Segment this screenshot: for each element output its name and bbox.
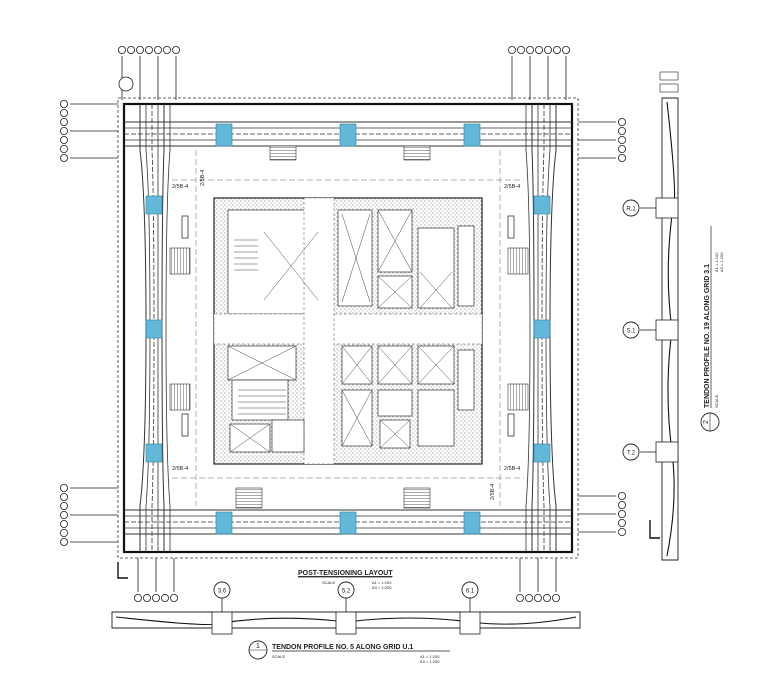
plan-scale-a1: A1 = 1:100 bbox=[372, 580, 392, 585]
plan-scale-a3: A3 = 1:200 bbox=[372, 585, 392, 590]
building-core bbox=[213, 197, 483, 465]
elevation-h-scale-a3: A3 = 1:200 bbox=[420, 659, 440, 664]
elevation-v-title: TENDON PROFILE NO. 19 ALONG GRID 3.1 bbox=[704, 264, 711, 408]
callout-group-se-right bbox=[578, 491, 627, 537]
corner-callouts bbox=[60, 46, 627, 603]
tendon-tag: 2/5B-4 bbox=[172, 466, 188, 472]
elevation-v-scale-label: SCALE bbox=[714, 395, 719, 408]
tendon-tag: 2/5B-4 bbox=[490, 484, 496, 500]
post-tensioning-plan: 2/5B-4 2/5B-4 2/5B-4 2/5B-4 2/5B-4 2/5B-… bbox=[60, 46, 660, 603]
elevation-h-scale-label: SCALE bbox=[272, 654, 285, 659]
callout-group-ne-right bbox=[578, 118, 627, 162]
tendon-tag: 2/5B-4 bbox=[504, 466, 520, 472]
callout-group-se-bottom bbox=[516, 558, 561, 603]
grid-bubble-label: 3.6 bbox=[218, 589, 227, 595]
elevation-v-scale-a3: A3 = 1:200 bbox=[719, 252, 724, 272]
plan-scale-label: SCALE bbox=[322, 580, 335, 585]
tendon-tag: 2/5B-4 bbox=[200, 170, 206, 186]
callout-group-sw-bottom bbox=[133, 558, 178, 603]
elevation-v-number: 2 bbox=[703, 420, 710, 424]
tendon-tag: 2/5B-4 bbox=[172, 184, 188, 190]
elevation-h-title-block: 1 TENDON PROFILE NO. 5 ALONG GRID U.1 SC… bbox=[248, 640, 450, 664]
elevation-h-scale-a1: A1 = 1:100 bbox=[420, 654, 440, 659]
tendon-tags: 2/5B-4 2/5B-4 2/5B-4 2/5B-4 2/5B-4 2/5B-… bbox=[172, 170, 520, 500]
tendon-tag: 2/5B-4 bbox=[504, 184, 520, 190]
grid-bubble-label: 5.2 bbox=[342, 589, 351, 595]
plan-title: POST-TENSIONING LAYOUT bbox=[298, 570, 393, 577]
elevation-v-scale-a1: A1 = 1:100 bbox=[714, 252, 719, 272]
tendon-profile-elevation-horizontal: 3.6 5.2 6.1 1 TENDON PROFILE NO. 5 ALONG… bbox=[111, 581, 581, 664]
elevation-h-number: 1 bbox=[256, 643, 260, 650]
callout-group-nw-top bbox=[118, 46, 180, 100]
tendon-anchors bbox=[145, 123, 551, 535]
elevation-v-title-block: 2 TENDON PROFILE NO. 19 ALONG GRID 3.1 S… bbox=[700, 226, 724, 432]
grid-bubble-label: S.1 bbox=[626, 329, 636, 335]
grid-bubble-label: T.2 bbox=[627, 451, 636, 457]
callout-group-ne-top bbox=[507, 46, 571, 100]
grid-bubble-label: R.1 bbox=[626, 207, 636, 213]
callout-group-sw-left bbox=[60, 483, 118, 547]
elevation-h-title: TENDON PROFILE NO. 5 ALONG GRID U.1 bbox=[272, 644, 413, 651]
slab-outline bbox=[122, 102, 574, 554]
perimeter-walls bbox=[169, 145, 529, 509]
plan-title-block: POST-TENSIONING LAYOUT SCALE A1 = 1:100 … bbox=[298, 570, 393, 590]
tendon-profile-elevation-vertical: R.1 S.1 T.2 2 TENDON PROFILE NO. 19 ALON… bbox=[622, 71, 724, 561]
callout-group-nw-left bbox=[60, 100, 118, 162]
grid-bubble-label: 6.1 bbox=[466, 589, 475, 595]
